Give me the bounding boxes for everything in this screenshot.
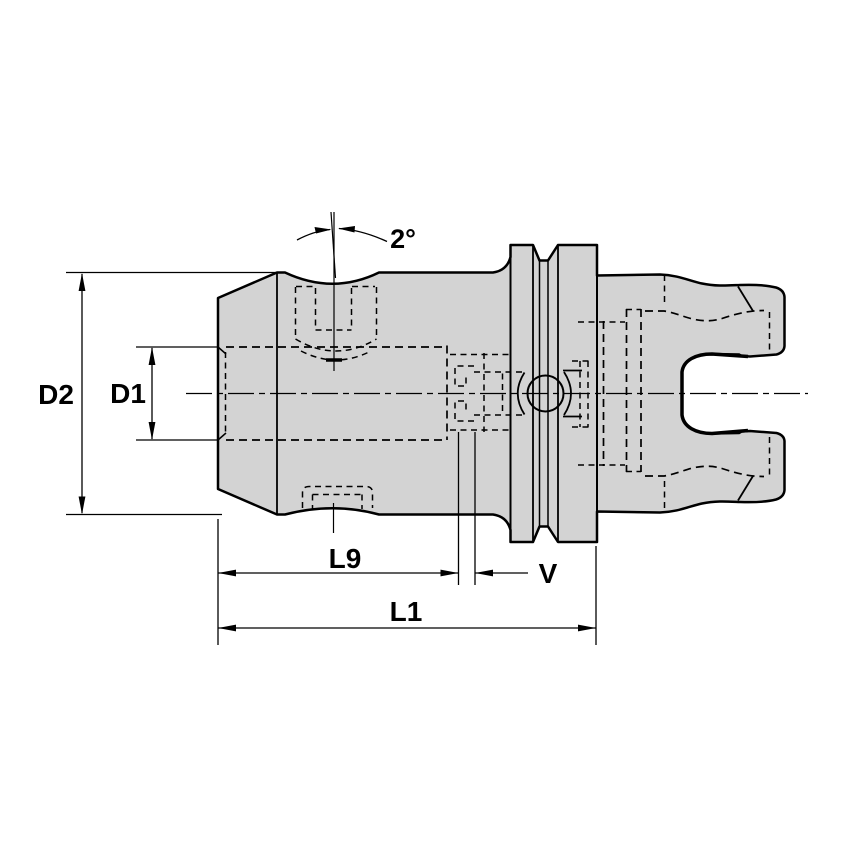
bore-chamfer-top xyxy=(217,346,227,355)
d1-label: D1 xyxy=(110,378,146,409)
d2-arrow-up xyxy=(78,273,86,291)
angle-arrow-right xyxy=(338,226,355,233)
screw-axis-tilted xyxy=(330,211,337,279)
d2-label: D2 xyxy=(38,379,74,410)
set-screw-boss-bottom xyxy=(301,485,374,509)
l9-arrow-right xyxy=(440,569,459,577)
l1-arrow-left xyxy=(218,624,236,632)
boss-counterbore-bottom-arc xyxy=(295,338,377,352)
d1-arrow-up xyxy=(148,347,156,365)
bottom-boss-counterbore xyxy=(301,485,374,508)
v-arrow-left xyxy=(475,569,493,577)
dimension-d1: D1 xyxy=(110,346,219,441)
l9-arrow-left xyxy=(218,569,236,577)
d1-arrow-down xyxy=(148,422,156,440)
dimension-angle: 2° xyxy=(296,224,416,254)
prong-chamfer-upper xyxy=(737,286,754,312)
ball-seat-left-arc xyxy=(516,372,526,415)
dimension-l9-v: L9 V xyxy=(217,432,558,645)
dimension-d2: D2 xyxy=(38,271,283,516)
clamp-slot-lower xyxy=(454,400,474,422)
set-screw-boss-top xyxy=(294,285,378,362)
d2-arrow-down xyxy=(78,496,86,515)
l9-label: L9 xyxy=(329,543,362,574)
l1-label: L1 xyxy=(390,596,423,627)
angle-arrow-left xyxy=(314,227,332,234)
prong-hidden-profile-lower xyxy=(645,465,765,478)
prong-hidden-profile-upper xyxy=(645,309,765,322)
clamp-slot-upper xyxy=(454,365,474,387)
bore-chamfer-bottom xyxy=(217,432,227,441)
prong-chamfer-lower xyxy=(737,475,754,501)
l1-arrow-right xyxy=(578,624,596,632)
angle-label: 2° xyxy=(390,224,416,254)
v-label: V xyxy=(539,558,558,589)
centerlines xyxy=(186,211,808,533)
hidden-bore-lines xyxy=(224,345,448,441)
dimension-l1: L1 xyxy=(218,546,597,645)
